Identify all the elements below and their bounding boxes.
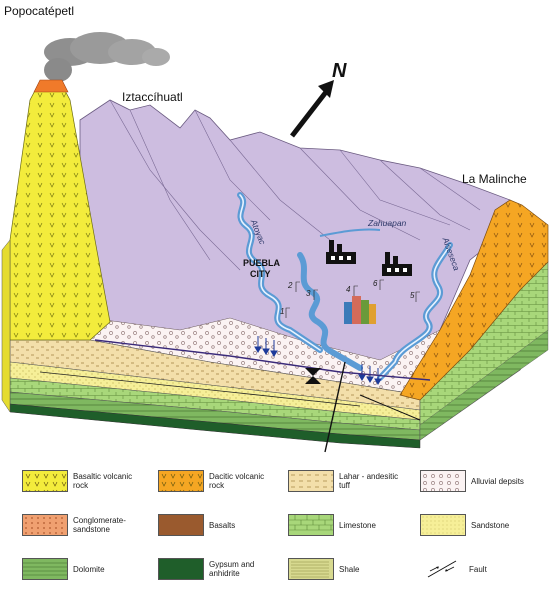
site-label-4: 4 [346,285,351,294]
front-gypsum [9,403,421,449]
la-malinche-volcano [399,199,549,401]
left-face [1,239,11,413]
infiltration-arrows [254,336,382,385]
legend-label: Limestone [339,520,376,530]
label-north: N [332,60,347,82]
site-label-3: 3 [306,289,311,298]
legend-label: Dacitic volcanic rock [209,472,265,490]
legend-swatch [288,558,334,580]
legend-swatch [158,514,204,536]
legend-item: Shale [288,558,411,580]
north-arrow-icon [290,80,334,138]
legend-label: Shale [339,564,360,574]
legend-swatch [420,470,466,492]
legend-item: Basaltic volcanic rock [22,470,145,492]
legend-item: Dolomite [22,558,145,580]
legend-swatch [22,558,68,580]
legend: Basaltic volcanic rock Dacitic volcanic r… [0,462,550,592]
groundwater-flow-line [94,339,431,381]
geologic-block-diagram [1,32,549,453]
legend-swatch-pattern [289,471,333,491]
legend-item: Lahar - andesitic tuff [288,470,411,492]
legend-swatch [420,514,466,536]
site-markers [285,279,420,318]
legend-swatch-pattern [23,559,67,579]
legend-label: Gypsum and anhidrite [209,560,255,578]
legend-swatch-pattern [23,471,67,491]
label-la-malinche: La Malinche [462,172,527,186]
legend-label: Sandstone [471,520,510,530]
legend-swatch-pattern [421,471,465,491]
river-highlights [239,194,451,379]
factory-icon-1 [326,240,356,264]
site-label-1: 1 [280,307,285,316]
label-iztaccihuatl: Iztaccíhuatl [122,90,183,104]
site-label-5: 5 [410,291,415,300]
legend-label: Basalts [209,520,236,530]
site-label-2: 2 [288,281,293,290]
fault-line [324,361,346,453]
legend-swatch-pattern [159,471,203,491]
legend-swatch-pattern [289,515,333,535]
legend-swatch-pattern [420,559,464,579]
label-popocatepetl: Popocatépetl [4,4,75,18]
legend-swatch [288,470,334,492]
right-dolomite [419,329,549,441]
site-label-6: 6 [373,279,378,288]
well-symbol [305,368,321,384]
legend-label: Lahar - andesitic tuff [339,472,399,490]
factory-icon-2 [382,252,412,276]
legend-item: Basalts [158,514,281,536]
label-zahuapan: Zahuapan [368,218,407,228]
legend-item: Alluvial depsits [420,470,543,492]
zahuapan-river [319,228,381,237]
legend-label: Dolomite [73,564,105,574]
legend-swatch [22,470,68,492]
legend-label: Basaltic volcanic rock [73,472,133,490]
city-buildings-icon [344,296,376,324]
legend-label: Alluvial depsits [471,476,524,486]
legend-swatch-pattern [421,515,465,535]
legend-swatch [288,514,334,536]
legend-item: Conglomerate-sandstone [22,514,145,536]
legend-swatch-pattern [159,515,203,535]
label-city: CITY [250,269,271,279]
legend-swatch [158,558,204,580]
legend-item: Gypsum and anhidrite [158,558,281,580]
legend-item: Limestone [288,514,411,536]
legend-swatch [420,559,464,579]
flow-line-lower [39,371,361,407]
legend-label: Fault [469,564,487,574]
volcano-crater [33,79,69,93]
legend-swatch [158,470,204,492]
ridge-lines [109,99,481,271]
legend-swatch-pattern [23,515,67,535]
ash-plume [44,32,170,82]
legend-label: Conglomerate-sandstone [73,516,126,534]
legend-swatch [22,514,68,536]
fault-line-2 [359,394,421,421]
label-puebla: PUEBLA [243,258,281,268]
legend-swatch-pattern [159,559,203,579]
legend-item: Fault [420,558,541,580]
legend-item: Dacitic volcanic rock [158,470,281,492]
legend-swatch-pattern [289,559,333,579]
legend-item: Sandstone [420,514,543,536]
popocatepetl-volcano [9,84,111,341]
